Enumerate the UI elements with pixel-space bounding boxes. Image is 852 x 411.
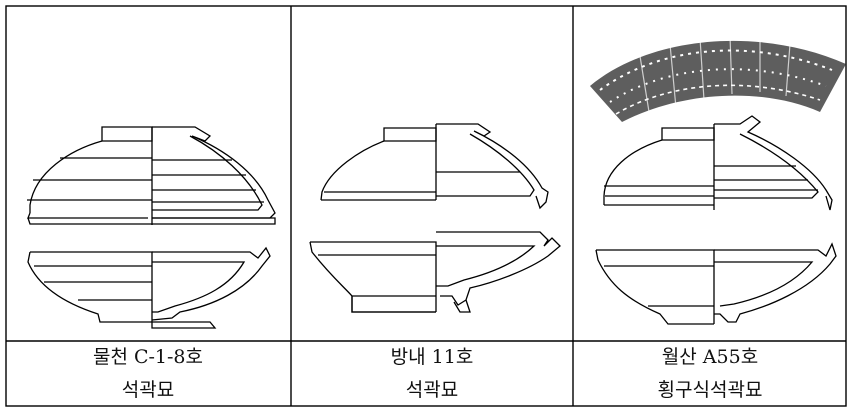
caption-2-line2: 석곽묘 xyxy=(405,379,459,401)
stamped-pattern-rubbing xyxy=(590,35,846,122)
vessel-lid-1 xyxy=(27,126,276,225)
vessel-lid-2 xyxy=(320,123,549,210)
caption-2-line1: 방내 11호 xyxy=(390,346,474,368)
vessel-bowl-2 xyxy=(309,231,561,313)
caption-1-line1: 물천 C-1-8호 xyxy=(92,346,204,368)
caption-1-line2: 석곽묘 xyxy=(121,379,175,401)
table-frame xyxy=(5,5,847,407)
vessel-bowl-3 xyxy=(595,242,837,325)
caption-3-line1: 월산 A55호 xyxy=(661,346,759,368)
vessel-lid-3 xyxy=(603,115,833,211)
vessel-bowl-1 xyxy=(27,246,271,329)
caption-3-line2: 횡구식석곽묘 xyxy=(657,379,763,401)
